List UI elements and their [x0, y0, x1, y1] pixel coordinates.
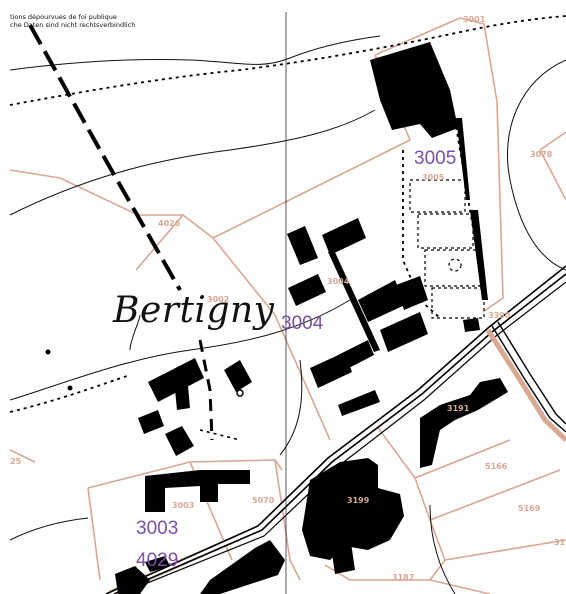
- parcel-label: 25: [10, 457, 22, 466]
- parcel-label: 3078: [530, 150, 553, 159]
- building: [470, 210, 488, 300]
- building: [165, 426, 194, 456]
- buildings: [115, 42, 508, 594]
- query-parcel-label: 3005: [414, 148, 457, 169]
- parcel-label: 3002: [207, 295, 230, 304]
- parcel-boundary: [539, 131, 566, 151]
- building: [380, 312, 428, 352]
- building: [287, 226, 318, 265]
- parcel-boundary: [429, 469, 561, 521]
- parcel-label: 3390: [488, 311, 511, 320]
- disclaimer-line: che Daten sind nicht rechtsverbindlich: [10, 21, 136, 29]
- contour-line: [129, 314, 141, 351]
- building: [328, 250, 380, 352]
- place-name-label: Bertigny: [113, 290, 275, 331]
- parcel-boundary: [212, 237, 331, 441]
- building: [115, 566, 150, 594]
- parcel-label: 3003: [172, 501, 195, 510]
- building: [145, 470, 250, 512]
- parcel-label: 3004: [327, 277, 350, 286]
- parcel-label: 3005: [422, 173, 445, 182]
- parcel-boundary: [9, 449, 36, 463]
- parcel-boundary: [374, 17, 504, 313]
- building: [224, 360, 252, 392]
- contour-line: [9, 109, 376, 216]
- query-parcel-label: 3004: [281, 313, 324, 334]
- building: [420, 378, 508, 468]
- dashed-trails: [9, 15, 566, 441]
- parcel-label: 31: [554, 538, 566, 547]
- contour-line: [9, 299, 351, 401]
- parcel-label: 3191: [447, 404, 470, 413]
- parcel-label: 4026: [158, 219, 181, 228]
- point-markers: [45, 349, 244, 397]
- parcel-boundary: [212, 139, 411, 239]
- trail-dotted: [9, 374, 131, 413]
- building: [288, 274, 326, 306]
- parcel-boundary: [414, 439, 511, 479]
- building: [338, 390, 380, 416]
- main-road: [105, 265, 566, 594]
- disclaimer-line: tions dépourvues de foi publique: [10, 13, 117, 21]
- contour-lines: [9, 12, 566, 594]
- building: [456, 118, 470, 200]
- parcel-label: 3187: [392, 573, 415, 582]
- parcel-boundary: [274, 459, 301, 581]
- parcel-label: 3001: [463, 15, 486, 24]
- building: [145, 556, 170, 572]
- building: [322, 218, 366, 255]
- survey-point: [45, 349, 51, 355]
- parcel-boundary: [9, 169, 183, 216]
- trail-dotted: [199, 429, 241, 441]
- building: [175, 386, 190, 410]
- query-parcel-label: 3003: [136, 518, 179, 539]
- survey-point: [236, 389, 244, 397]
- contour-line: [9, 517, 89, 541]
- building: [330, 536, 355, 574]
- parcel-boundary: [539, 149, 566, 201]
- building: [148, 358, 204, 402]
- parcel-label: 5070: [252, 496, 275, 505]
- building: [302, 458, 404, 560]
- parcel-boundaries: [9, 17, 566, 594]
- side-road: [485, 321, 566, 442]
- parcel-label: 5166: [485, 462, 508, 471]
- contour-line: [279, 359, 303, 456]
- building: [463, 318, 480, 332]
- contour-line: [507, 59, 566, 271]
- parcel-label: 3199: [347, 496, 370, 505]
- trail-dotted: [9, 15, 566, 106]
- building: [138, 410, 164, 434]
- building: [200, 540, 285, 594]
- disclaimer-text: tions dépourvues de foi publique che Dat…: [10, 13, 135, 29]
- contour-line: [429, 504, 456, 594]
- trail-long-dash: [198, 339, 214, 441]
- trail-long-dash: [28, 24, 182, 291]
- parcel-boundary: [87, 487, 101, 581]
- building: [358, 280, 405, 322]
- query-parcel-label: 4029: [136, 550, 179, 571]
- parcel-boundary: [87, 459, 283, 489]
- contour-line: [9, 35, 381, 71]
- survey-point: [67, 385, 73, 391]
- parcel-boundary: [444, 539, 566, 561]
- parcel-boundary: [429, 519, 446, 581]
- parcel-label: 5169: [518, 504, 541, 513]
- building: [370, 42, 458, 138]
- building: [396, 276, 428, 310]
- building: [338, 340, 374, 370]
